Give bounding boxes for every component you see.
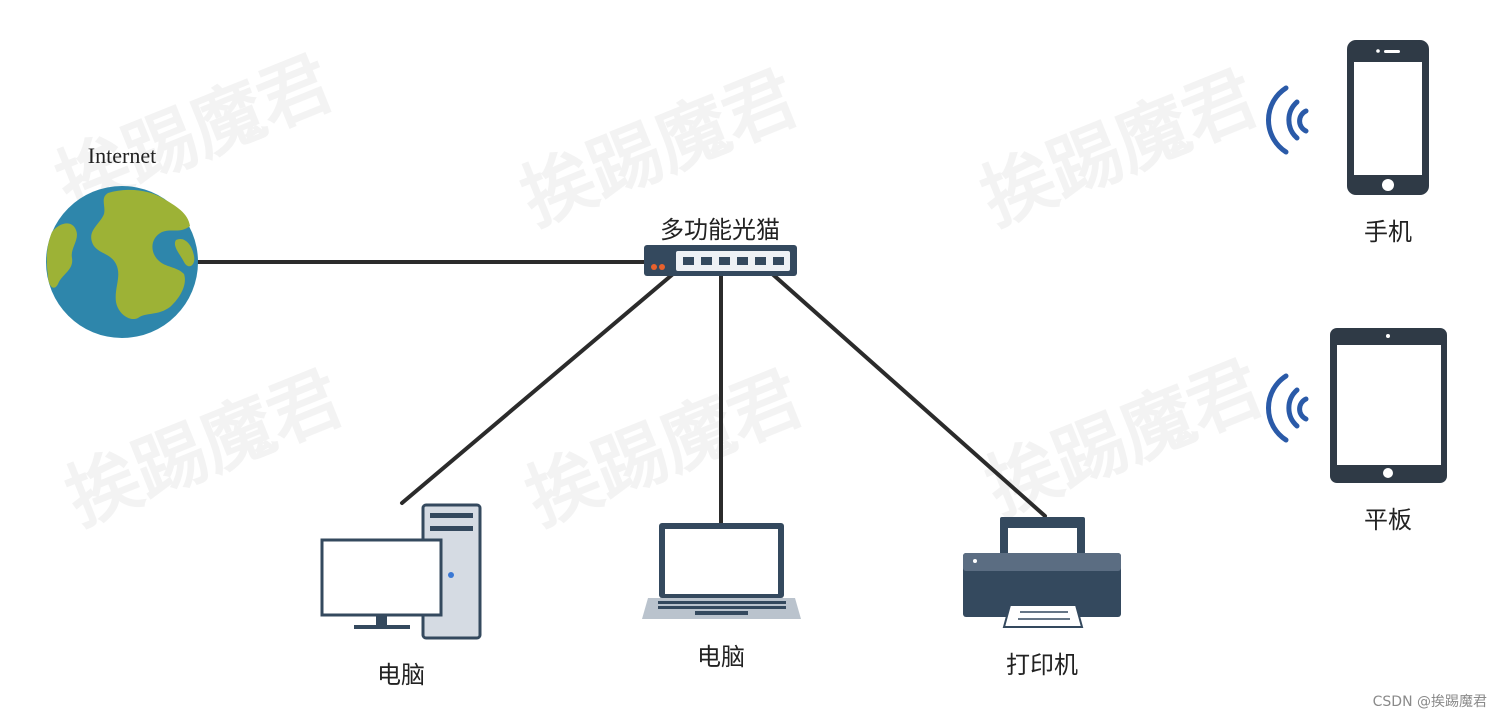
- watermark-text: 挨踢魔君: [515, 355, 814, 541]
- source-watermark: CSDN @挨踢魔君: [1372, 694, 1487, 710]
- watermark-text: 挨踢魔君: [55, 355, 354, 541]
- printer-label: 打印机: [1006, 651, 1078, 679]
- link-modem-printer: [758, 261, 1047, 518]
- internet-label: Internet: [87, 143, 157, 168]
- desktop-computer-icon: [320, 503, 482, 640]
- phone-icon: [1347, 40, 1429, 195]
- tablet-icon: [1330, 328, 1447, 483]
- watermark-layer: 挨踢魔君 挨踢魔君 挨踢魔君 挨踢魔君 挨踢魔君 挨踢魔君: [45, 40, 1274, 541]
- laptop-icon: [642, 523, 801, 619]
- wifi-signal-tablet-icon: [1266, 373, 1309, 443]
- connection-lines: [196, 260, 1047, 525]
- desktop-label: 电脑: [377, 661, 425, 689]
- modem-label: 多功能光猫: [660, 216, 780, 244]
- globe-icon: [46, 186, 198, 338]
- phone-label: 手机: [1364, 218, 1412, 246]
- laptop-label: 电脑: [697, 643, 745, 671]
- link-modem-desktop: [400, 261, 688, 505]
- wifi-signal-phone-icon: [1266, 85, 1309, 155]
- modem-device: [644, 245, 797, 276]
- tablet-label: 平板: [1364, 506, 1412, 534]
- printer-icon: [963, 517, 1121, 628]
- watermark-text: 挨踢魔君: [975, 345, 1274, 531]
- watermark-text: 挨踢魔君: [970, 55, 1269, 241]
